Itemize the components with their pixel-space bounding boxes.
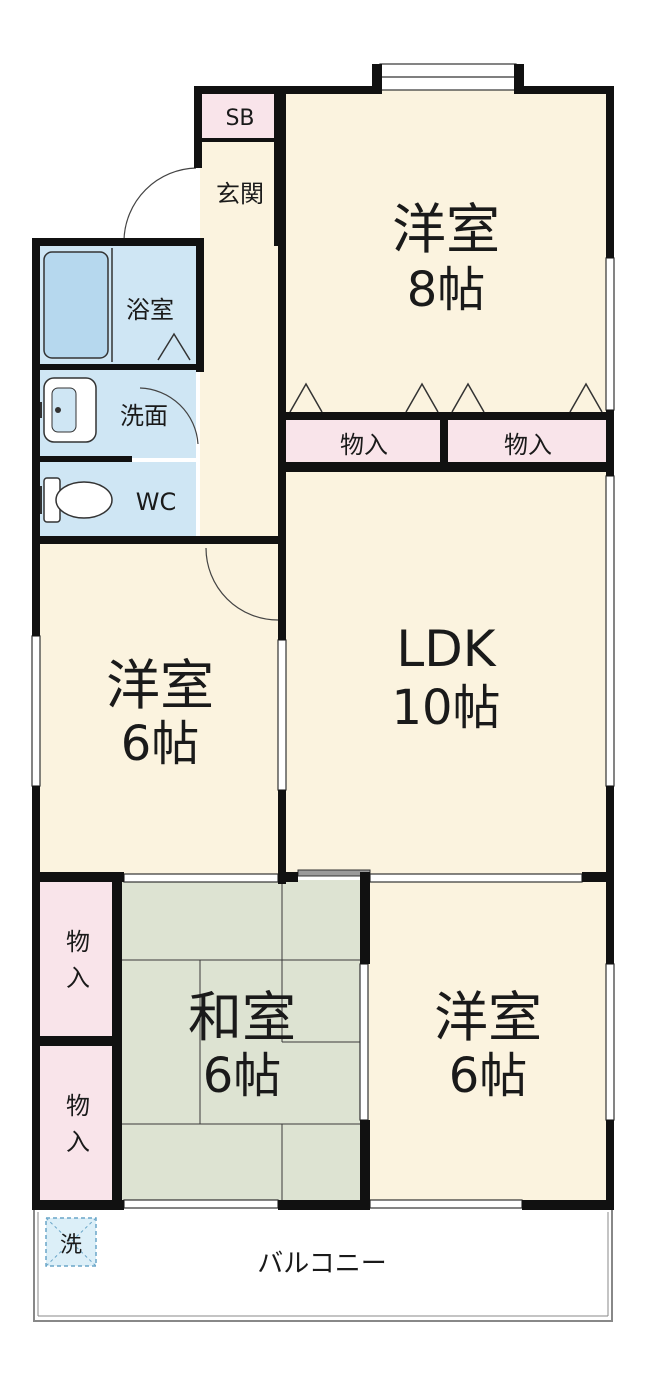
room-closet-d bbox=[38, 1044, 116, 1202]
label-ldk-name: LDK bbox=[396, 620, 496, 678]
label-sb: SB bbox=[225, 106, 254, 131]
room-sb bbox=[200, 92, 278, 140]
label-japanese-6-size: 6帖 bbox=[203, 1048, 282, 1104]
closet-door-icons bbox=[289, 382, 603, 413]
label-closet-d-1: 物 bbox=[66, 1092, 90, 1120]
label-ldk-size: 10帖 bbox=[391, 680, 500, 736]
walls bbox=[32, 64, 614, 1210]
balcony-area bbox=[33, 1206, 613, 1322]
label-western-6-left-name: 洋室 bbox=[106, 654, 214, 717]
label-closet-c-2: 入 bbox=[66, 964, 90, 992]
bathtub bbox=[43, 251, 109, 359]
label-closet-a: 物入 bbox=[340, 431, 388, 459]
room-closet-c bbox=[38, 880, 116, 1038]
washer-spot bbox=[45, 1217, 97, 1267]
room-closet-b bbox=[446, 418, 608, 464]
room-hall bbox=[200, 242, 278, 542]
room-ldk bbox=[286, 470, 608, 874]
room-western-8 bbox=[282, 90, 608, 415]
label-western-8-name: 洋室 bbox=[392, 198, 500, 261]
door-swings bbox=[123, 167, 279, 621]
sliding-partition bbox=[297, 869, 371, 877]
label-western-6-right-size: 6帖 bbox=[449, 1048, 528, 1104]
room-entrance bbox=[200, 140, 278, 242]
label-closet-c-1: 物 bbox=[66, 928, 90, 956]
label-bath: 浴室 bbox=[126, 296, 174, 324]
room-closet-a bbox=[282, 418, 442, 464]
tatami-seams bbox=[120, 880, 362, 1202]
label-washroom: 洗面 bbox=[120, 402, 168, 430]
label-western-6-left-size: 6帖 bbox=[121, 716, 200, 772]
label-japanese-6-name: 和室 bbox=[188, 986, 296, 1049]
label-entrance: 玄関 bbox=[216, 180, 264, 208]
room-japanese-6 bbox=[120, 880, 362, 1202]
room-western-6-right bbox=[368, 880, 608, 1202]
label-balcony: バルコニー bbox=[257, 1249, 386, 1279]
label-washer: 洗 bbox=[60, 1233, 82, 1258]
room-western-6-left bbox=[38, 542, 278, 874]
label-closet-b: 物入 bbox=[504, 431, 552, 459]
label-western-6-right-name: 洋室 bbox=[434, 986, 542, 1049]
label-western-8-size: 8帖 bbox=[407, 262, 486, 318]
bath-door-icon bbox=[157, 332, 191, 361]
label-closet-d-2: 入 bbox=[66, 1128, 90, 1156]
label-wc: WC bbox=[136, 488, 177, 516]
